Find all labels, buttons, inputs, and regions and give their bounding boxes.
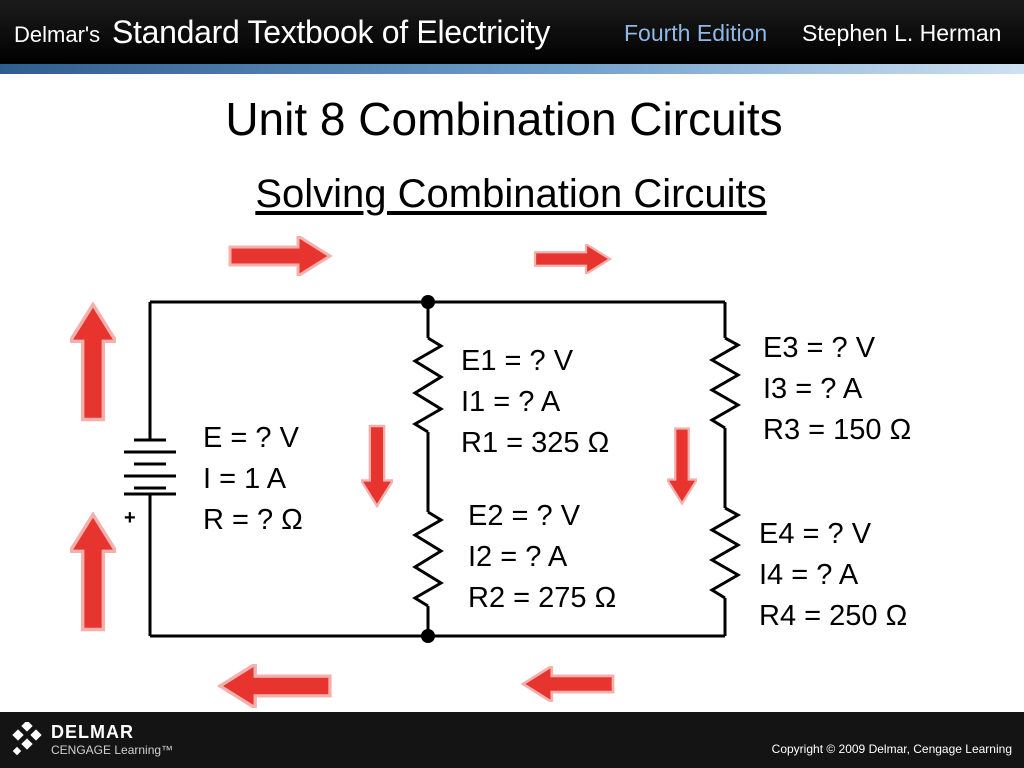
arrow-up-left-bottom — [70, 512, 116, 632]
r4-resistance: R4 = 250 Ω — [759, 600, 908, 632]
resistor-r4-zigzag — [708, 506, 742, 600]
footer-copyright: Copyright © 2009 Delmar, Cengage Learnin… — [771, 742, 1012, 756]
wires — [148, 300, 727, 638]
resistor-r3-zigzag — [708, 336, 742, 430]
source-voltage: E = ? V — [203, 422, 299, 454]
resistors — [412, 336, 742, 608]
footer-bar: DELMAR CENGAGE Learning™ Copyright © 200… — [0, 712, 1024, 768]
r1-resistance: R1 = 325 Ω — [461, 427, 610, 459]
r2-resistance: R2 = 275 Ω — [468, 582, 617, 614]
junction-dots — [421, 295, 435, 643]
r4-current: I4 = ? A — [759, 559, 859, 591]
battery-plus-sign: + — [124, 507, 136, 529]
source-current: I = 1 A — [203, 463, 287, 495]
arrow-left-bottom-left — [218, 664, 332, 708]
r2-values: E2 = ? V I2 = ? A R2 = 275 Ω — [468, 496, 616, 619]
r3-current: I3 = ? A — [763, 373, 863, 405]
r3-resistance: R3 = 150 Ω — [763, 414, 912, 446]
header-author: Stephen L. Herman — [802, 20, 1002, 46]
header-brand: Delmar's — [14, 22, 101, 47]
arrow-right-top-right — [533, 244, 612, 274]
arrow-right-top-left — [228, 236, 332, 276]
source-values: E = ? V I = 1 A R = ? Ω — [203, 418, 303, 541]
junction-bottom — [421, 629, 435, 643]
junction-top — [421, 295, 435, 309]
resistor-r2-zigzag — [412, 510, 444, 608]
delmar-logo-icon — [12, 722, 42, 756]
header-gradient-rule — [0, 64, 1024, 74]
r4-voltage: E4 = ? V — [759, 518, 872, 550]
footer-brand: DELMAR — [51, 722, 134, 742]
r4-values: E4 = ? V I4 = ? A R4 = 250 Ω — [759, 514, 907, 637]
r1-voltage: E1 = ? V — [461, 345, 574, 377]
source-resistance: R = ? Ω — [203, 504, 303, 536]
resistor-r1-zigzag — [412, 336, 444, 434]
header-bar: Delmar's Standard Textbook of Electricit… — [0, 0, 1024, 64]
r3-values: E3 = ? V I3 = ? A R3 = 150 Ω — [763, 328, 911, 451]
arrow-down-right — [667, 426, 697, 506]
footer-subbrand: CENGAGE Learning™ — [51, 743, 174, 757]
battery-symbol — [124, 438, 176, 496]
r3-voltage: E3 = ? V — [763, 332, 876, 364]
arrow-down-middle — [361, 424, 393, 508]
header-book-title: Standard Textbook of Electricity — [112, 14, 551, 50]
slide-title: Unit 8 Combination Circuits — [225, 93, 783, 145]
r1-current: I1 = ? A — [461, 386, 561, 418]
slide-subtitle: Solving Combination Circuits — [255, 172, 767, 216]
r2-voltage: E2 = ? V — [468, 500, 581, 532]
r2-current: I2 = ? A — [468, 541, 568, 573]
arrow-left-bottom-right — [521, 666, 615, 702]
arrow-up-left-top — [70, 302, 116, 422]
circuit-diagram: + — [70, 236, 742, 708]
r1-values: E1 = ? V I1 = ? A R1 = 325 Ω — [461, 341, 609, 464]
header-edition: Fourth Edition — [624, 20, 768, 46]
